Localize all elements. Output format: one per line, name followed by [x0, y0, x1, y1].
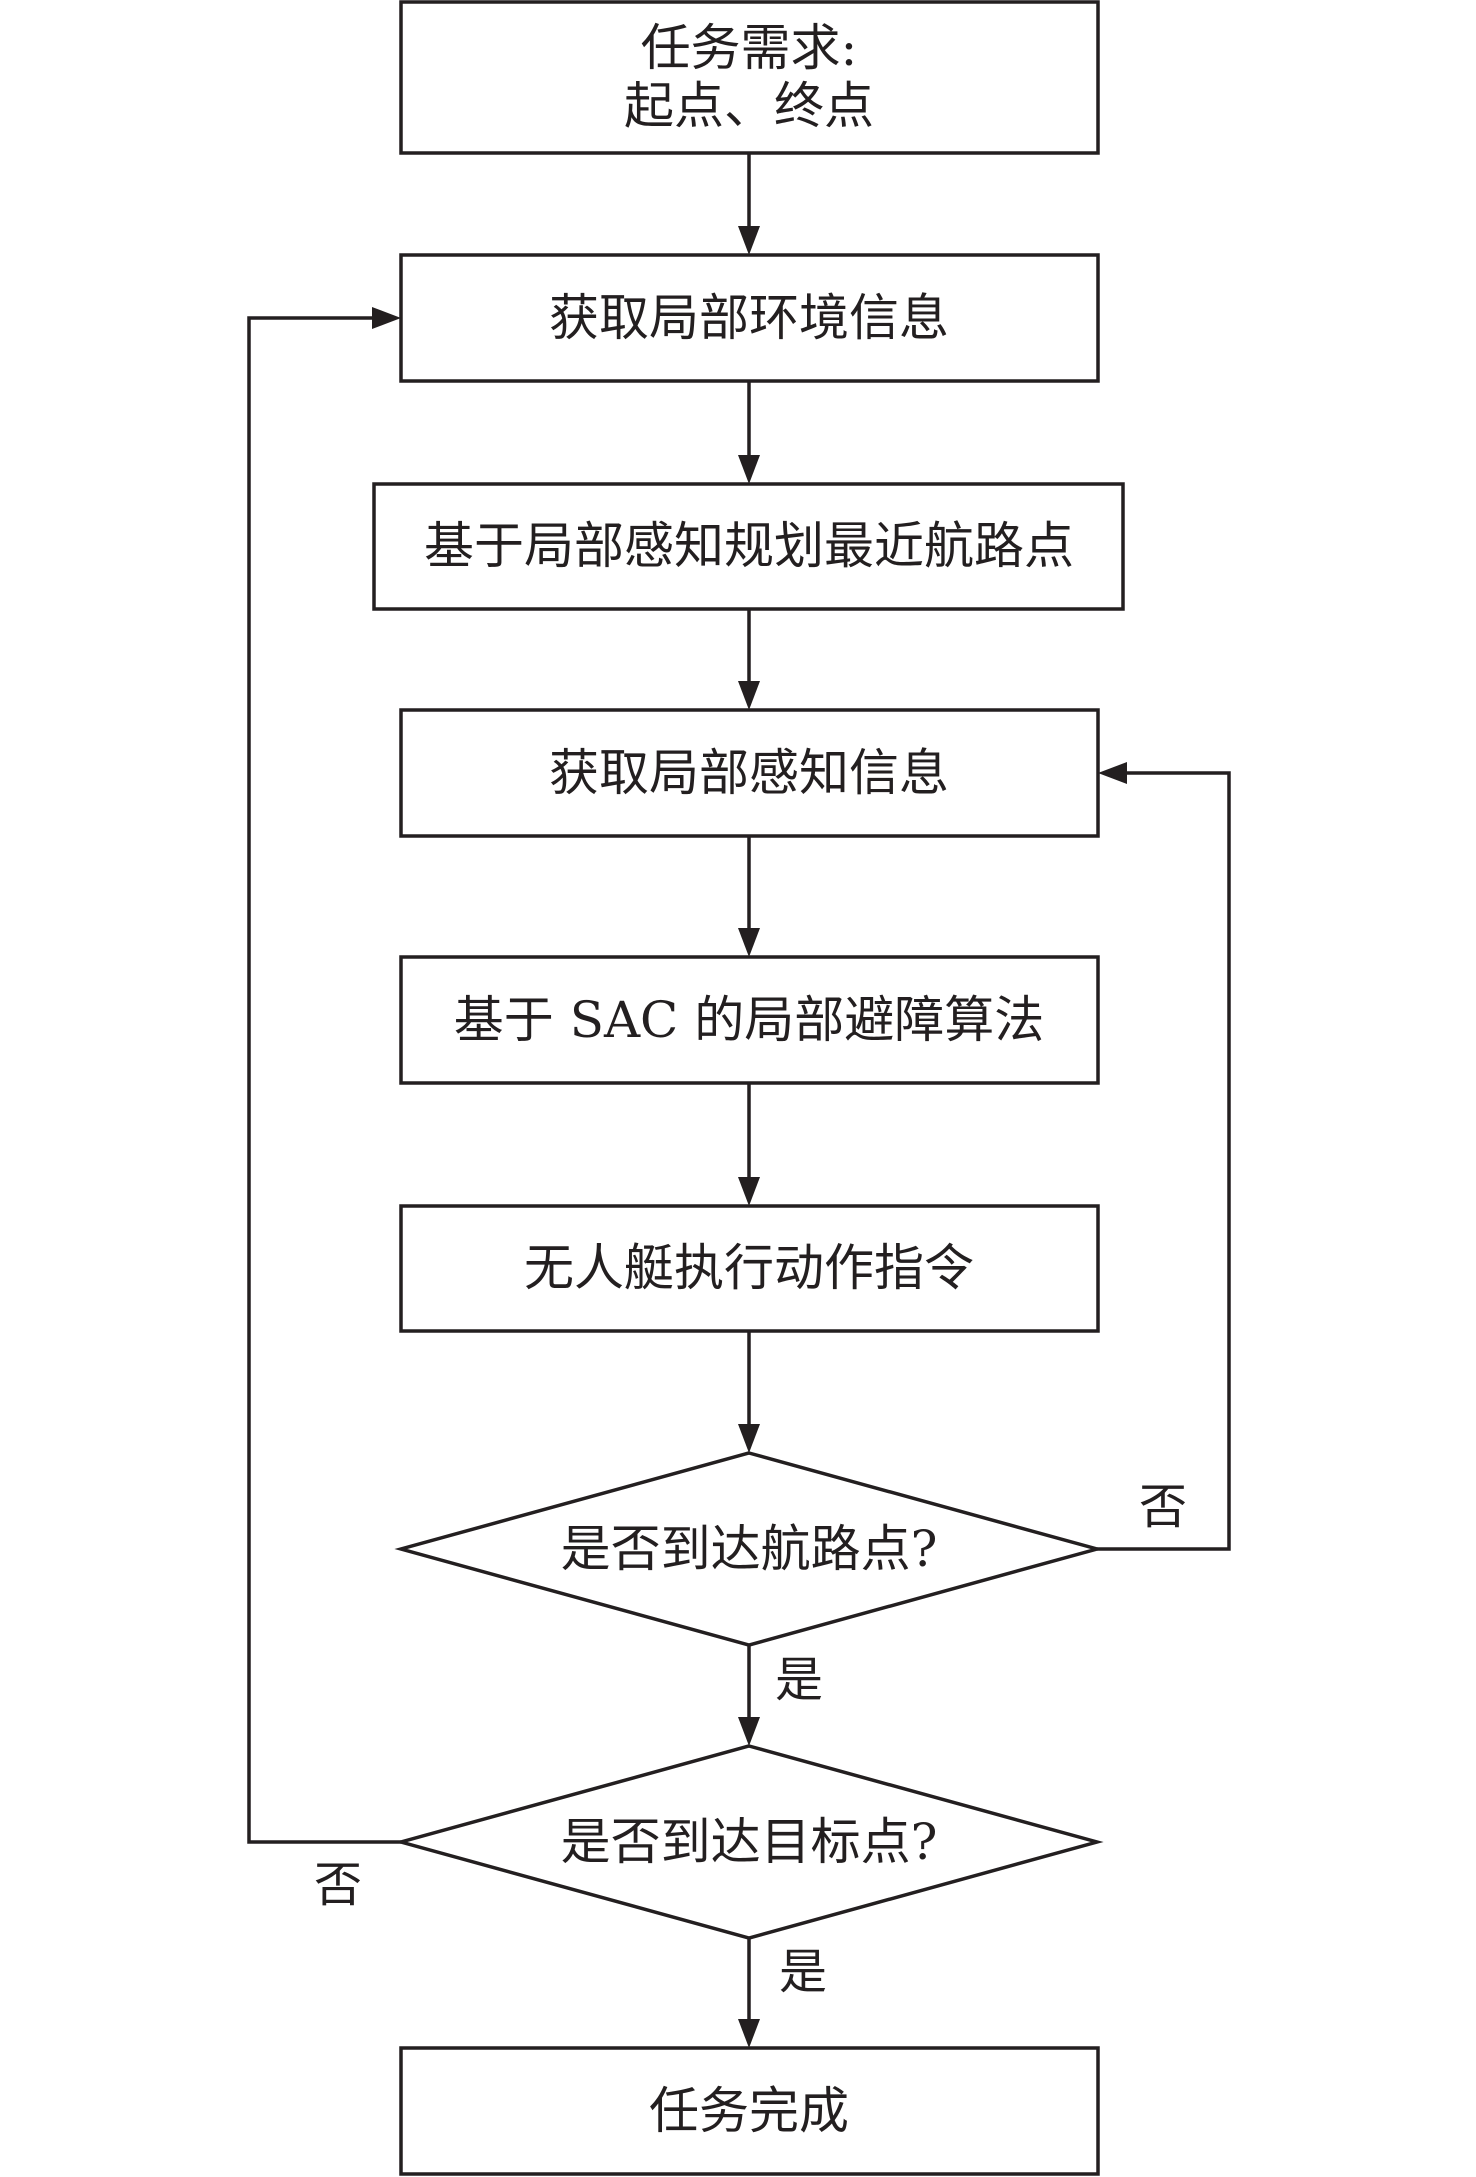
task-requirement-line2: 起点、终点: [624, 77, 874, 135]
edge-target-no-loop: [247, 307, 401, 1844]
task-complete-label: 任务完成: [649, 2082, 849, 2140]
edge-task-to-env: [738, 153, 760, 255]
usv-execute-label: 无人艇执行动作指令: [524, 1239, 974, 1297]
edge-perception-to-sac: [738, 836, 760, 957]
edge-waypoint-yes-to-target-decision: [738, 1645, 760, 1746]
get-env-info-node: 获取局部环境信息: [399, 253, 1100, 383]
reach-waypoint-label: 是否到达航路点?: [561, 1520, 938, 1578]
arrow-head-icon: [1098, 762, 1127, 784]
arrow-head-icon: [738, 681, 760, 710]
sac-avoidance-label: 基于 SAC 的局部避障算法: [454, 991, 1044, 1049]
reach-waypoint-decision: 是否到达航路点?: [394, 1451, 1104, 1647]
target-no-label: 否: [314, 1857, 362, 1913]
usv-execute-node: 无人艇执行动作指令: [399, 1204, 1100, 1333]
edge-sac-to-execute: [738, 1083, 760, 1206]
edge-execute-to-waypoint-decision: [738, 1331, 760, 1453]
arrow-head-icon: [738, 1717, 760, 1746]
arrow-head-icon: [738, 226, 760, 255]
edge-target-yes-to-complete: [738, 1938, 760, 2048]
plan-waypoint-label: 基于局部感知规划最近航路点: [424, 517, 1074, 575]
arrow-head-icon: [738, 1424, 760, 1453]
task-requirement-line1: 任务需求:: [641, 19, 858, 77]
arrow-head-icon: [738, 928, 760, 957]
task-complete-node: 任务完成: [399, 2046, 1100, 2176]
sac-avoidance-node: 基于 SAC 的局部避障算法: [399, 955, 1100, 1085]
arrow-head-icon: [738, 2019, 760, 2048]
reach-target-label: 是否到达目标点?: [561, 1813, 938, 1871]
reach-target-decision: 是否到达目标点?: [394, 1744, 1104, 1940]
waypoint-no-label: 否: [1139, 1479, 1187, 1535]
get-perception-info-node: 获取局部感知信息: [399, 708, 1100, 838]
arrow-head-icon: [738, 455, 760, 484]
waypoint-yes-label: 是: [775, 1652, 823, 1708]
task-requirement-node: 任务需求: 起点、终点: [399, 0, 1100, 155]
plan-waypoint-node: 基于局部感知规划最近航路点: [372, 482, 1125, 611]
get-perception-info-label: 获取局部感知信息: [549, 744, 949, 802]
edge-env-to-plan: [738, 381, 760, 484]
edge-waypoint-no-loop: [1097, 762, 1231, 1551]
arrow-head-icon: [738, 1177, 760, 1206]
target-yes-label: 是: [779, 1944, 827, 2000]
edge-plan-to-perception: [738, 609, 760, 710]
arrow-head-icon: [372, 307, 401, 329]
get-env-info-label: 获取局部环境信息: [549, 289, 949, 347]
